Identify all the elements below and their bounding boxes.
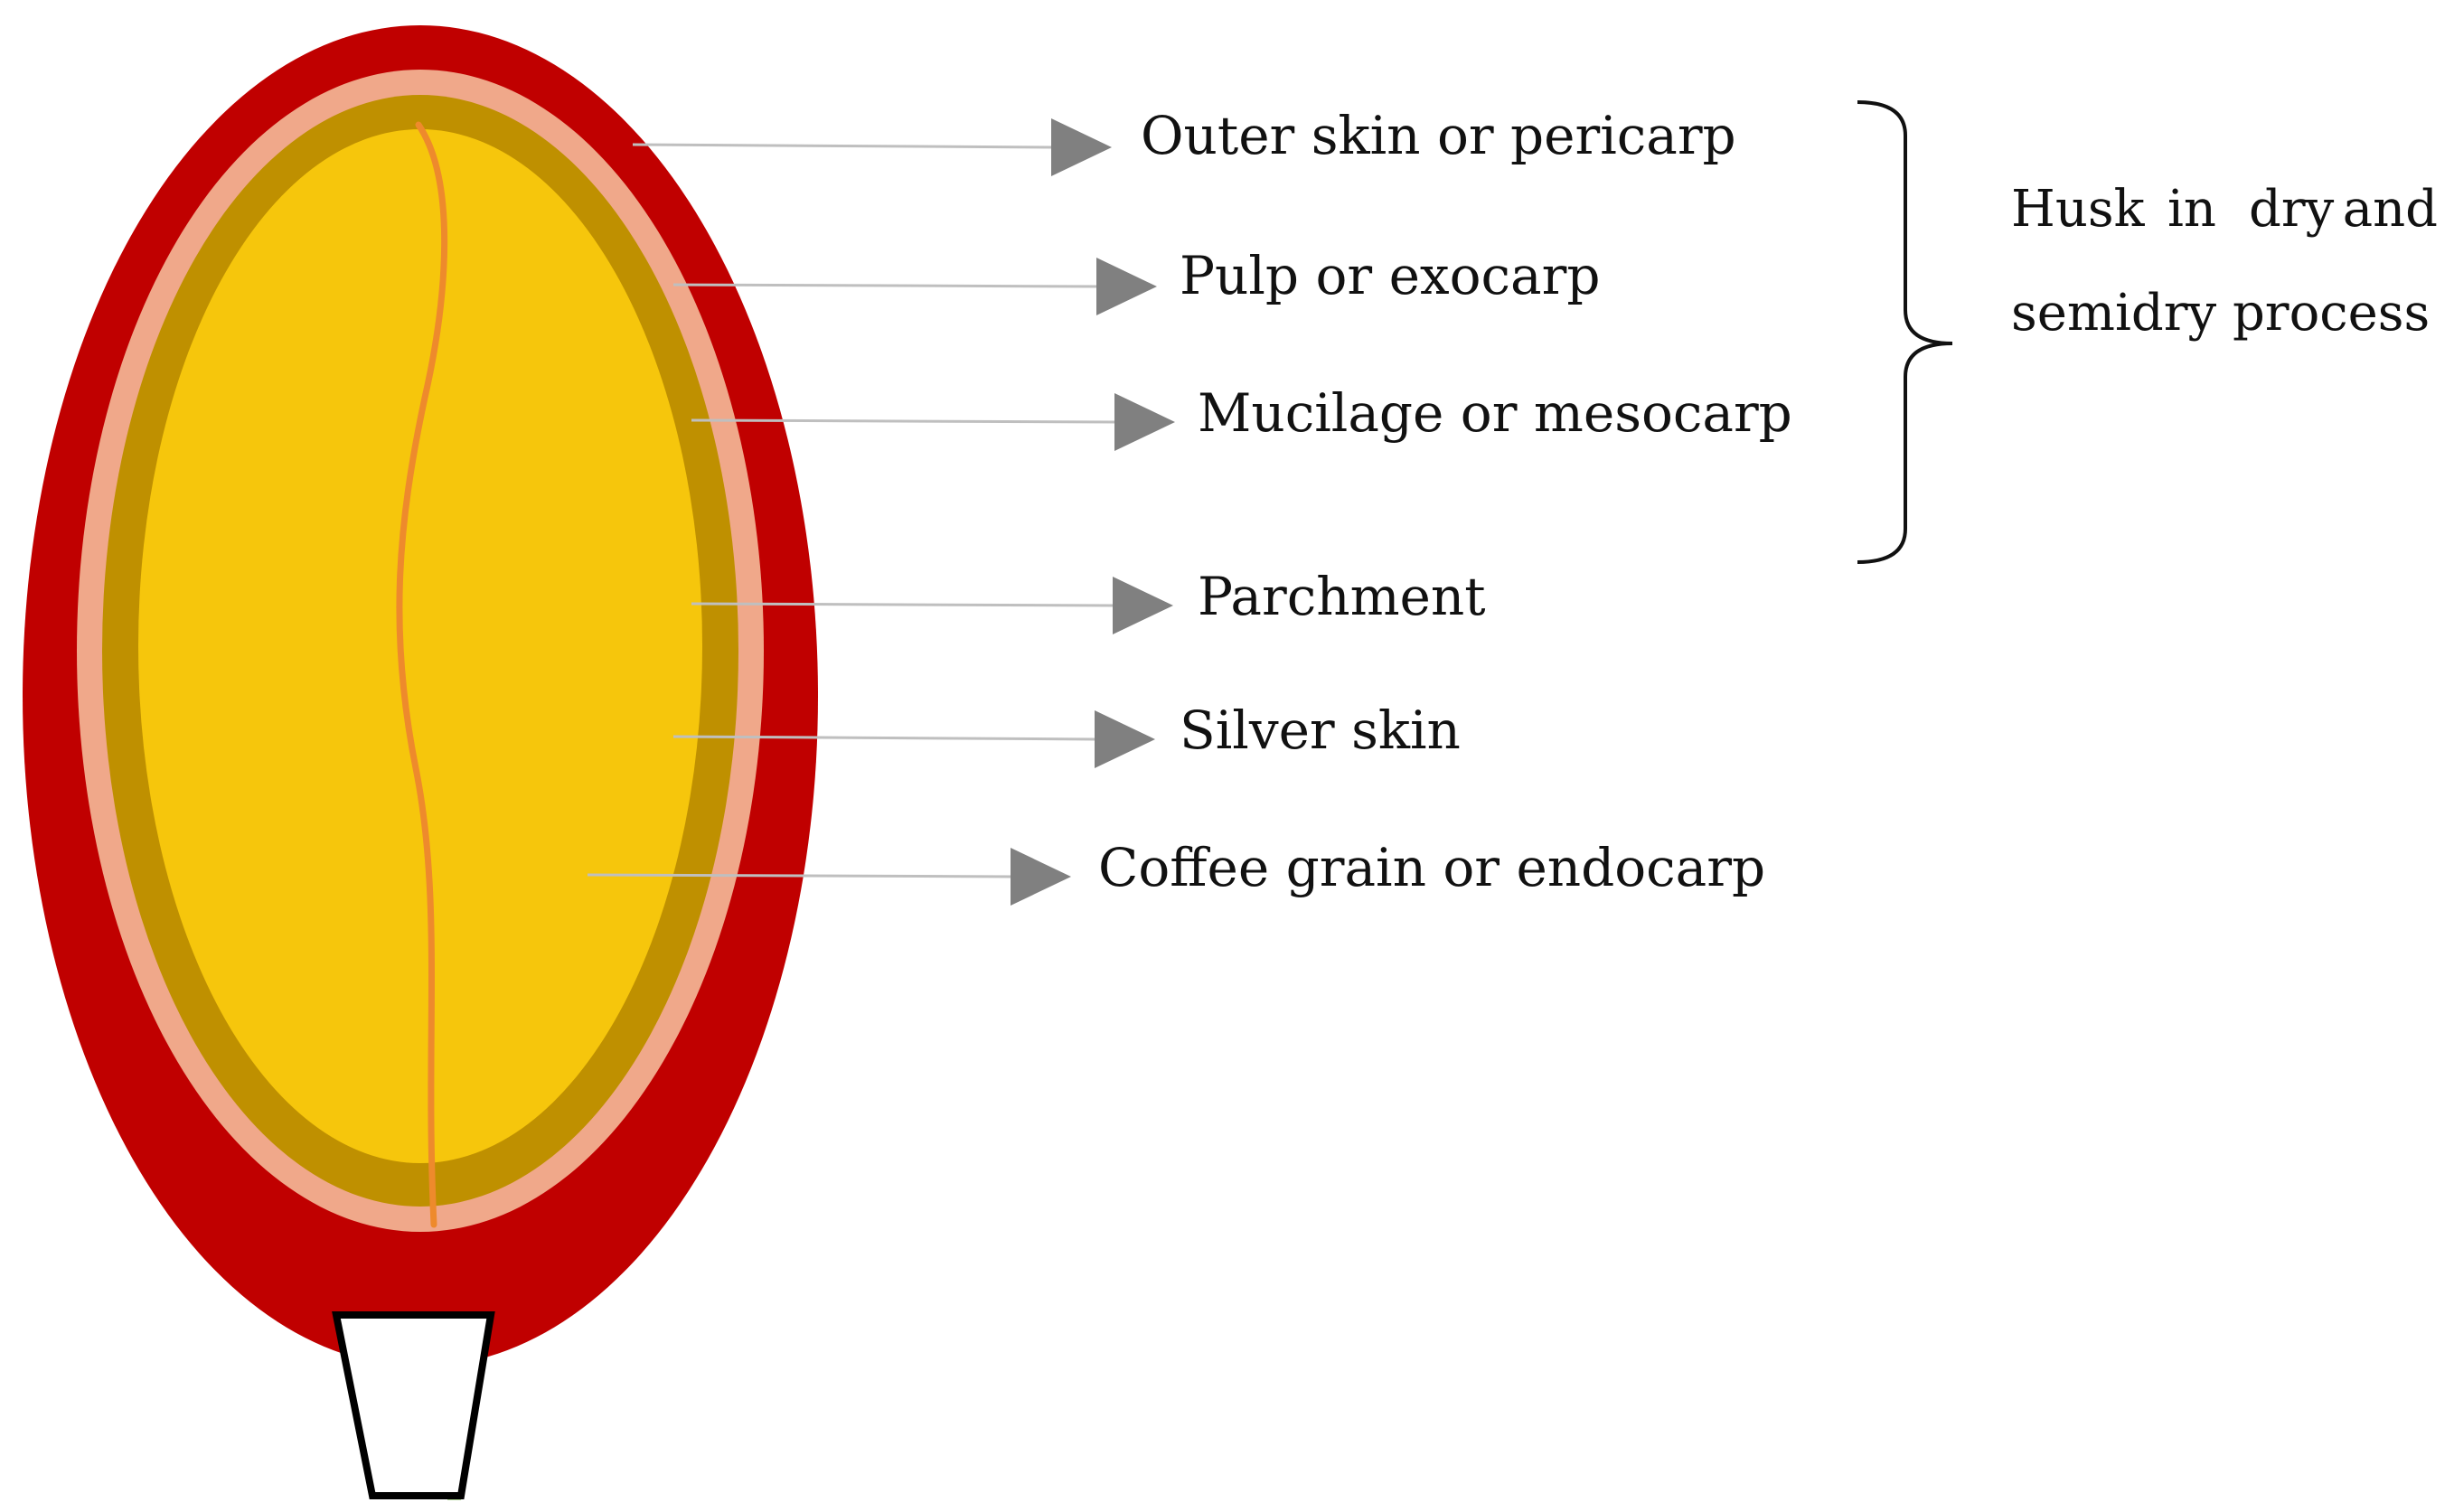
pointer-line xyxy=(587,873,1013,878)
husk-note-word: in xyxy=(2167,180,2216,239)
curly-brace-icon xyxy=(1857,100,1953,564)
arrow-icon xyxy=(1051,118,1112,176)
bean-seam xyxy=(396,121,448,1228)
pointer-line xyxy=(691,602,1115,607)
arrow-icon xyxy=(1113,577,1173,634)
pointer-pulp xyxy=(672,258,1157,315)
arrow-icon xyxy=(1114,393,1175,451)
pointer-coffee-grain xyxy=(587,848,1071,906)
pointer-line xyxy=(632,143,1054,149)
label-silver-skin: Silver skin xyxy=(1180,700,1461,761)
coffee-grain-layer xyxy=(138,129,702,1163)
pointer-line xyxy=(672,283,1099,288)
stem xyxy=(336,1315,491,1496)
stem-outline xyxy=(332,1311,495,1499)
pointer-outer-skin xyxy=(632,118,1112,176)
husk-note-word: dry xyxy=(2249,180,2335,239)
husk-note: Husk in dry and semidry process xyxy=(2011,180,2438,343)
label-parchment: Parchment xyxy=(1198,566,1486,627)
husk-note-line2: semidry process xyxy=(2011,284,2430,343)
label-coffee-grain: Coffee grain or endocarp xyxy=(1098,837,1765,898)
pointer-line xyxy=(672,735,1097,741)
arrow-icon xyxy=(1095,710,1155,768)
label-mucilage: Mucilage or mesocarp xyxy=(1198,382,1792,444)
pointer-parchment xyxy=(691,577,1173,634)
label-outer-skin: Outer skin or pericarp xyxy=(1141,105,1736,166)
husk-note-word: Husk xyxy=(2011,180,2146,239)
pointer-silver-skin xyxy=(672,710,1155,768)
husk-note-word: and xyxy=(2343,180,2438,239)
label-pulp: Pulp or exocarp xyxy=(1180,245,1600,306)
pointer-line xyxy=(691,418,1117,424)
pointer-mucilage xyxy=(691,393,1175,451)
arrow-icon xyxy=(1011,848,1071,906)
arrow-icon xyxy=(1096,258,1157,315)
